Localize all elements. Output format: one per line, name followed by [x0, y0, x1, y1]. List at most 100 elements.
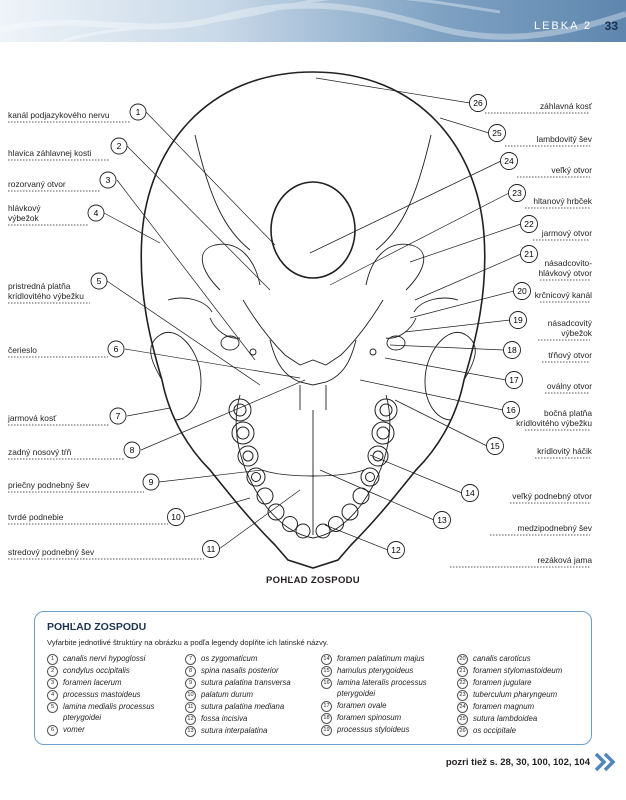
number-markers: 1 2 3 4 5 6 7 8 9 10 11 26 25 24 23 22 2… — [87, 94, 538, 559]
svg-text:26: 26 — [473, 98, 483, 108]
svg-text:16: 16 — [506, 405, 516, 415]
label-15: krídlovitý háčik — [537, 446, 592, 456]
marker-6: 6 — [107, 340, 125, 358]
label-4: hlávkový výbežok — [8, 203, 41, 223]
marker-8: 8 — [123, 441, 141, 459]
legend-number: 11 — [185, 702, 196, 713]
marker-18: 18 — [503, 341, 521, 359]
header-band: LEBKA 2 33 — [0, 0, 626, 42]
header-decoration — [0, 0, 626, 42]
svg-text:11: 11 — [207, 544, 216, 554]
page-number: 33 — [604, 19, 618, 33]
marker-26: 26 — [469, 94, 487, 112]
label-14: veľký podnebný otvor — [512, 491, 592, 501]
marker-16: 16 — [502, 401, 520, 419]
legend-number: 14 — [321, 654, 332, 665]
label-17: oválny otvor — [546, 381, 592, 391]
svg-text:2: 2 — [117, 141, 122, 151]
skull-details — [150, 134, 476, 539]
running-title: LEBKA 2 — [533, 20, 592, 32]
legend-number: 3 — [47, 678, 58, 689]
legend-number: 22 — [457, 678, 468, 689]
legend-number: 1 — [47, 654, 58, 665]
legend-term: foramen stylomastoideum — [473, 666, 563, 675]
legend-number: 13 — [185, 726, 196, 737]
marker-4: 4 — [87, 204, 105, 222]
label-16: bočná platňa krídlovitého výbežku — [516, 408, 592, 428]
legend-item: 17 foramen ovale — [321, 700, 455, 712]
legend-panel: POHĽAD ZOSPODU Vyfarbite jednotlivé štru… — [34, 611, 592, 745]
legend-number: 15 — [321, 666, 332, 677]
legend-number: 17 — [321, 700, 332, 712]
marker-25: 25 — [488, 124, 506, 142]
legend-term: canalis caroticus — [473, 654, 531, 663]
marker-17: 17 — [505, 371, 523, 389]
marker-22: 22 — [520, 215, 538, 233]
legend-term: condylus occipitalis — [63, 666, 130, 675]
legend-number: 24 — [457, 702, 468, 713]
svg-text:9: 9 — [149, 477, 154, 487]
label-6: čerieslo — [8, 345, 37, 355]
legend-term: tuberculum pharyngeum — [473, 690, 558, 699]
legend-term: palatum durum — [201, 690, 254, 699]
marker-14: 14 — [461, 484, 479, 502]
legend-term: foramen ovale — [337, 700, 387, 710]
label-1: kanál podjazykového nervu — [8, 110, 110, 120]
svg-text:6: 6 — [114, 344, 119, 354]
legend-term: processus styloideus — [337, 724, 410, 734]
figure-caption: POHĽAD ZOSPODU — [266, 575, 360, 586]
svg-text:15: 15 — [490, 441, 500, 451]
panel-title: POHĽAD ZOSPODU — [47, 621, 147, 633]
label-8: zadný nosový tŕň — [8, 447, 72, 457]
label-23: hltanový hrbček — [533, 196, 592, 206]
legend-term: lamina medialis processus pterygoidei — [63, 702, 155, 723]
marker-15: 15 — [486, 437, 504, 455]
legend-number: 23 — [457, 690, 468, 701]
label-7: jarmová kosť — [8, 413, 57, 423]
legend-term: spina nasalis posterior — [201, 666, 279, 675]
svg-text:20: 20 — [517, 286, 527, 296]
teeth-right — [315, 398, 398, 539]
legend-item: 23 tuberculum pharyngeum — [457, 689, 591, 701]
marker-9: 9 — [142, 473, 160, 491]
legend-number: 8 — [185, 666, 196, 677]
svg-text:21: 21 — [524, 249, 534, 259]
legend-number: 18 — [321, 712, 332, 724]
legend-term: sutura palatina mediana — [201, 702, 285, 711]
svg-text:10: 10 — [171, 512, 181, 522]
marker-3: 3 — [99, 171, 117, 189]
svg-text:1: 1 — [136, 107, 141, 117]
marker-10: 10 — [167, 508, 185, 526]
svg-text:14: 14 — [465, 488, 475, 498]
marker-24: 24 — [500, 152, 518, 170]
marker-19: 19 — [509, 311, 527, 329]
label-20: krčnicový kanál — [534, 290, 592, 300]
legend-term: canalis nervi hypoglossi — [63, 654, 146, 663]
legend-term: vomer — [63, 724, 85, 734]
legend-term: fossa incisiva — [201, 714, 248, 723]
label-10: tvrdé podnebie — [8, 512, 64, 522]
legend-number: 12 — [185, 714, 196, 725]
svg-text:22: 22 — [524, 219, 534, 229]
label-25: lambdovitý šev — [536, 134, 592, 144]
svg-text:4: 4 — [94, 208, 99, 218]
legend-item: 5 lamina medialis processus pterygoidei — [47, 701, 181, 724]
legend-term: foramen magnum — [473, 702, 535, 711]
label-9: priečny podnebný šev — [8, 480, 90, 490]
marker-11: 11 — [202, 540, 220, 558]
double-chevron-right-icon — [594, 752, 616, 772]
legend-number: 20 — [457, 654, 468, 665]
legend-number: 5 — [47, 702, 58, 713]
